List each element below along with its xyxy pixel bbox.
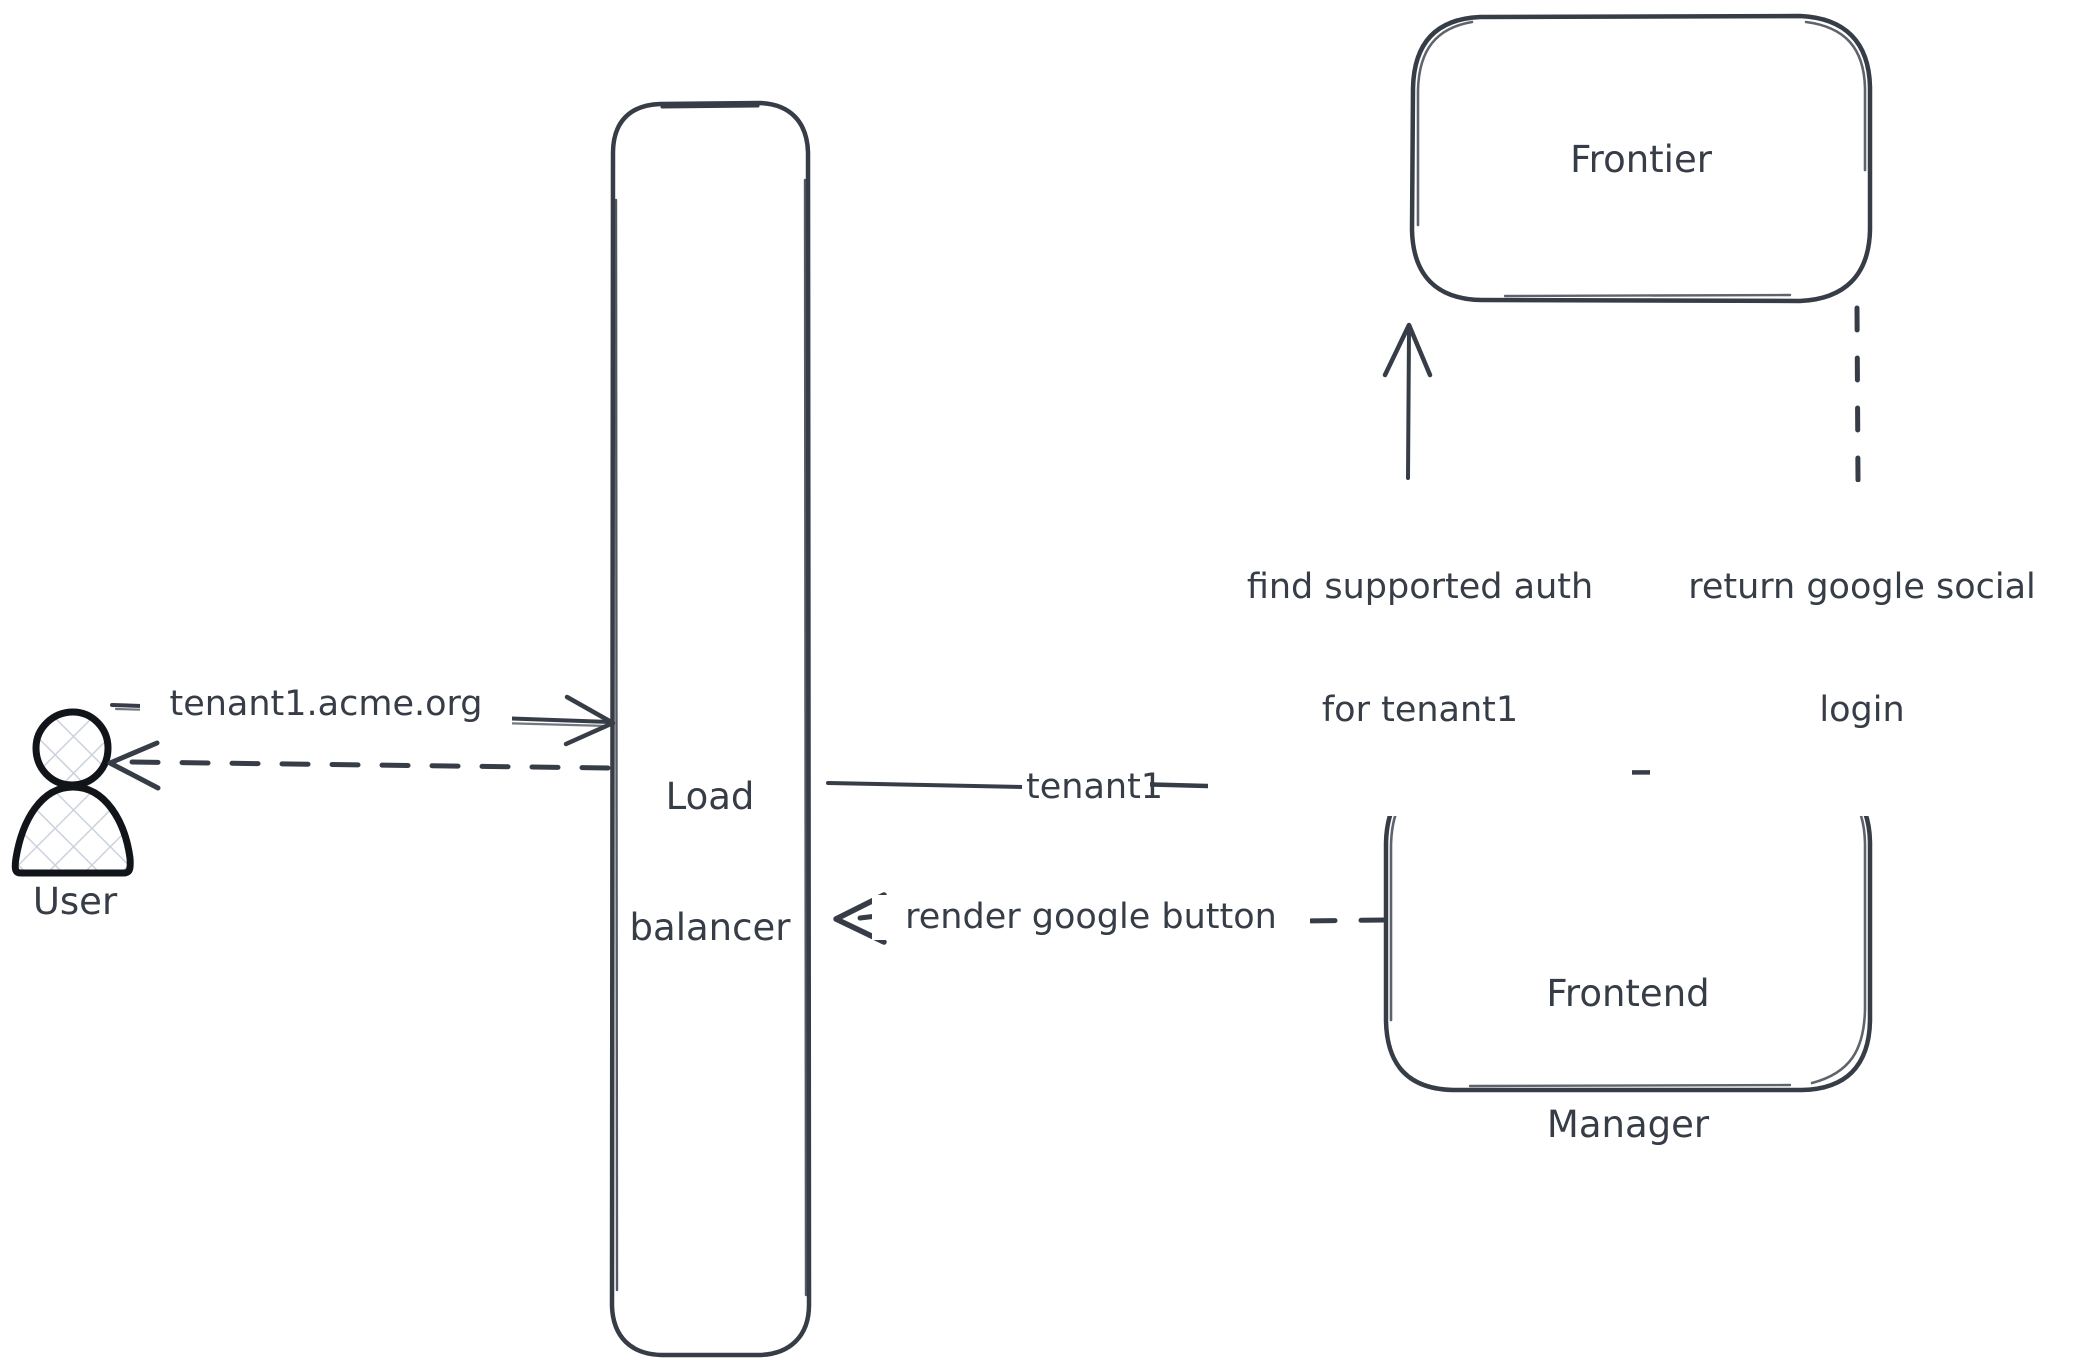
edge-frontier-to-frontend-manager-line	[1837, 305, 1886, 721]
edge-frontend-manager-to-frontier-line	[1382, 322, 1433, 772]
frontend-manager-shape	[1383, 769, 1873, 1093]
user-actor-glyph	[11, 708, 134, 877]
frontier-shape	[1409, 13, 1873, 304]
edge-frontend-manager-to-load-balancer-line	[833, 892, 1388, 945]
edge-load-balancer-to-frontend-manager-line	[826, 763, 1375, 813]
load-balancer-shape	[609, 100, 812, 1358]
edge-user-to-load-balancer-line	[110, 694, 616, 747]
edge-load-balancer-to-user-line	[107, 740, 611, 791]
